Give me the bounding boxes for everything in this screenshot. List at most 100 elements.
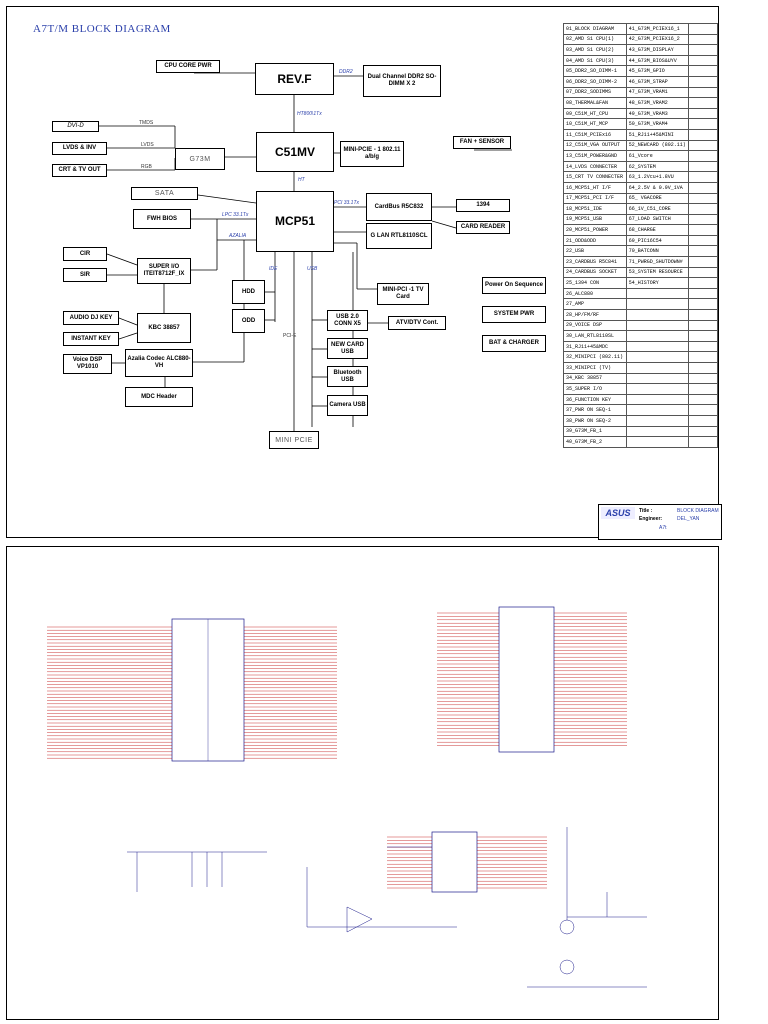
index-cell (687, 192, 719, 205)
card-reader-block: CARD READER (456, 221, 510, 234)
index-cell (687, 309, 719, 321)
index-cell (687, 287, 719, 300)
index-row: 36_FUNCTION KEY (563, 393, 719, 406)
index-row: 31_RJ11+45&MDC (563, 340, 719, 353)
index-row: 30_LAN_RTL8110SL (563, 330, 719, 342)
index-row: 26_ALC880 (563, 287, 719, 300)
index-cell (625, 362, 689, 374)
c51mv-northbridge-block: C51MV (256, 132, 334, 172)
system-pwr-block: SYSTEM PWR (482, 306, 546, 323)
index-cell (687, 393, 719, 406)
index-cell (625, 319, 689, 332)
index-cell: 25_1394 CON (563, 277, 627, 289)
index-cell (687, 23, 719, 35)
index-cell (687, 86, 719, 99)
g-lan-block: G LAN RTL8110SCL (366, 223, 432, 249)
instant-key-block: INSTANT KEY (63, 332, 119, 346)
bat-charger-block: BAT & CHARGER (482, 335, 546, 352)
index-cell: 10_C51M_HT_MCP (563, 118, 627, 130)
index-cell: 30_LAN_RTL8110SL (563, 330, 627, 342)
engineer-value: DEL_YAN (677, 516, 700, 522)
index-cell (687, 277, 719, 289)
title-block: ASUS Title : BLOCK DIAGRAM Engineer: DEL… (598, 504, 722, 540)
index-cell: 24_CARDBUS SOCKET (563, 266, 627, 279)
index-cell (687, 65, 719, 77)
index-cell: 70_BATCONN (625, 245, 689, 258)
ieee1394-block: 1394 (456, 199, 510, 212)
index-cell (687, 298, 719, 311)
pcie-bus-label: PCI-E (283, 333, 297, 339)
index-cell: 54_HISTORY (625, 277, 689, 289)
super-io-block: SUPER I/O ITEIT8712F_IX (137, 258, 191, 284)
index-cell (625, 404, 689, 416)
index-cell (625, 287, 689, 300)
power-on-sequence-block: Power On Sequence (482, 277, 546, 294)
index-cell: 03_AMD S1 CPU(2) (563, 44, 627, 56)
index-cell: 06_DDR2_SO_DIMM-2 (563, 75, 627, 88)
index-cell: 41_G73M_PCIEX16_1 (625, 23, 689, 35)
index-cell: 14_LVDS CONNECTER (563, 160, 627, 173)
index-cell: 65_ VGACORE (625, 192, 689, 205)
index-cell: 49_G73M_VRAM3 (625, 107, 689, 120)
index-cell (687, 245, 719, 258)
index-cell (687, 128, 719, 141)
ide-bus-label: IDE (269, 266, 278, 272)
index-cell: 48_G73M_VRAM2 (625, 97, 689, 109)
index-cell: 05_DDR2_SO_DIMM-1 (563, 65, 627, 77)
index-cell: 09_C51M_HT_CPU (563, 107, 627, 120)
audio-dj-key-block: AUDIO DJ KEY (63, 311, 119, 325)
mini-pcie-2-block: MINI PCIE (269, 431, 319, 449)
index-cell: 18_MCP51_IDE (563, 203, 627, 215)
index-cell (687, 330, 719, 342)
sata-block: SATA (131, 187, 198, 200)
index-cell: 16_MCP51_HT I/F (563, 181, 627, 194)
kbc-block: KBC 38857 (137, 313, 191, 343)
index-cell: 69_PIC16C54 (625, 234, 689, 247)
index-row: 27_AMP (563, 298, 719, 311)
index-cell (687, 404, 719, 416)
index-cell (687, 319, 719, 332)
index-cell: 31_RJ11+45&MDC (563, 340, 627, 353)
index-cell: 66_1V_C51_CORE (625, 203, 689, 215)
title-label: Title : (639, 508, 653, 514)
index-cell (687, 75, 719, 88)
index-cell: 50_G73M_VRAM4 (625, 118, 689, 130)
ht-cpu-bus-label: HT800\1Tx (297, 111, 322, 117)
cpu-revf-block: REV.F (255, 63, 334, 95)
pci-bus-label: PCI 33.1Tx (334, 200, 360, 206)
index-cell (687, 425, 719, 438)
index-row: 04_AMD S1 CPU(3)44_G73M_BIOS&UYV (563, 54, 719, 67)
lvds-inv-block: LVDS & INV (52, 142, 107, 155)
g73m-gpu-block: G73M (175, 148, 225, 170)
index-cell (687, 372, 719, 385)
diagram-title: A7T/M BLOCK DIAGRAM (33, 23, 171, 35)
project-name: A7t (659, 525, 667, 531)
index-cell: 39_G73M_FB_1 (563, 425, 627, 438)
index-cell: 15_CRT TV CONNECTER (563, 171, 627, 183)
index-row: 37_PWR ON SEQ-1 (563, 404, 719, 416)
fan-sensor-block: FAN + SENSOR (453, 136, 511, 149)
index-cell (625, 309, 689, 321)
index-cell: 02_AMD S1 CPU(1) (563, 33, 627, 46)
index-cell (687, 224, 719, 236)
index-cell: 38_PWR ON SEQ-2 (563, 414, 627, 427)
schematic-drawing (47, 606, 647, 988)
fwh-bios-block: FWH BIOS (133, 209, 191, 229)
index-cell: 40_G73M_FB_2 (563, 436, 627, 448)
index-cell (687, 33, 719, 46)
index-cell: 07_DDR2_SODIMMS (563, 86, 627, 99)
index-cell (625, 436, 689, 448)
index-row: 29_VOICE DSP (563, 319, 719, 332)
new-card-usb-block: NEW CARD USB (327, 338, 368, 359)
